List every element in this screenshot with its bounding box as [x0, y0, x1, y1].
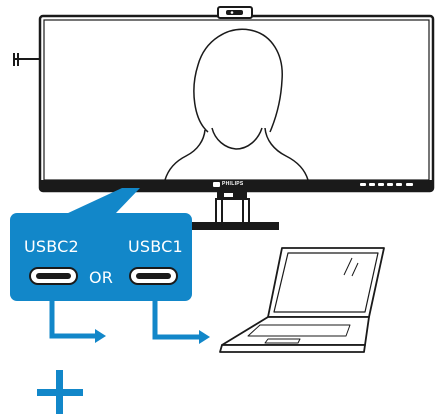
person-silhouette-icon — [164, 28, 309, 181]
side-mount-bracket — [13, 53, 40, 66]
monitor — [38, 14, 435, 193]
callout-pointer — [66, 188, 140, 214]
monitor-bottom-bar — [41, 180, 432, 190]
port-label-usbc1: USBC1 — [128, 237, 183, 256]
brand-logo-mark — [213, 182, 220, 187]
port-label-usbc2: USBC2 — [24, 237, 79, 256]
usbc-port-panel — [10, 213, 192, 301]
monitor-screen — [43, 19, 430, 181]
monitor-brand-label: PHILIPS — [222, 181, 244, 187]
monitor-control-buttons — [360, 183, 413, 186]
usb-c-port-icon — [29, 267, 78, 285]
usb-c-port-icon — [129, 267, 178, 285]
plus-icon — [37, 370, 83, 415]
arrow-right-icon — [49, 301, 106, 343]
webcam-icon — [217, 6, 253, 19]
port-separator: OR — [89, 268, 114, 287]
monitor-stand — [185, 190, 279, 230]
arrow-right-icon — [152, 301, 210, 344]
laptop-icon — [219, 247, 385, 353]
